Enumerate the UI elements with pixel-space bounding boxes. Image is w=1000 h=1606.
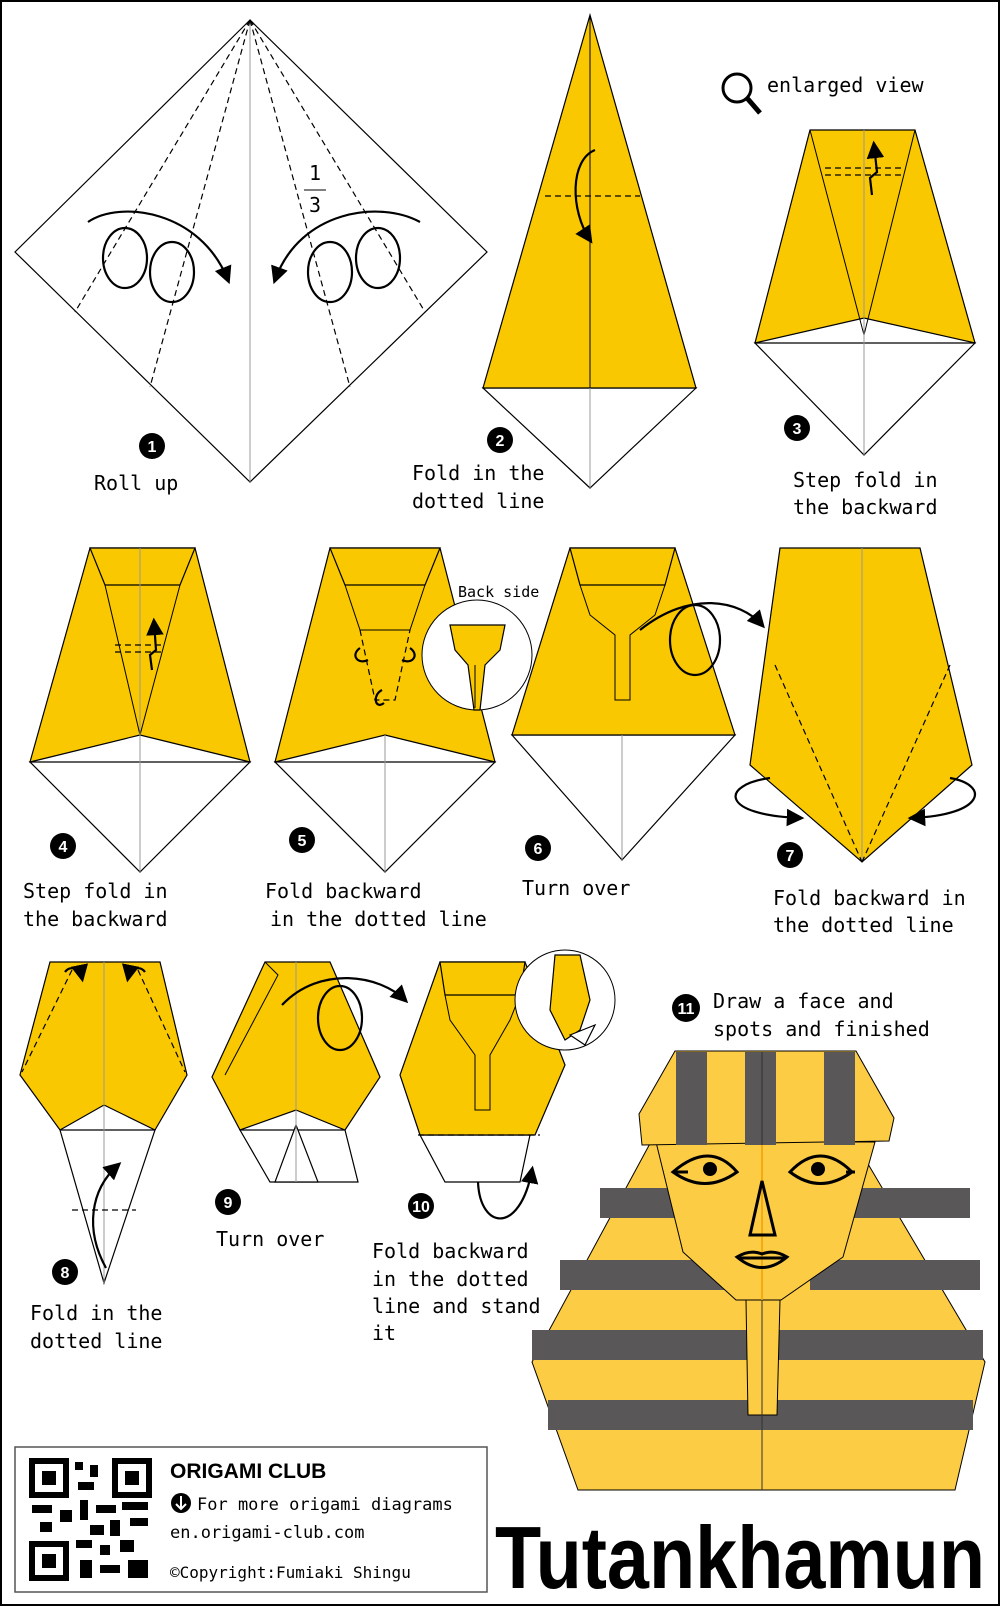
copyright: ©Copyright:Fumiaki Shingu	[170, 1563, 411, 1582]
step-8-diagram	[19, 961, 188, 1286]
enlarged-view-label: enlarged view	[767, 73, 924, 97]
finished-tutankhamun	[531, 1050, 986, 1491]
step-number-badge	[50, 833, 76, 859]
step-7-diagram	[734, 547, 976, 863]
step-number: 3	[793, 421, 802, 438]
step-number: 8	[61, 1265, 70, 1282]
step-number-badge	[215, 1189, 241, 1215]
back-side-label: Back side	[458, 583, 539, 601]
step-instruction: Turn over	[216, 1227, 324, 1251]
step-number: 4	[59, 839, 68, 856]
step-number-badge	[408, 1193, 434, 1219]
step-instruction: in the dotted line	[270, 907, 487, 931]
step-number-badge	[139, 433, 165, 459]
step-number: 6	[534, 841, 543, 858]
step-number: 11	[678, 1001, 695, 1018]
step-instruction: Fold in the	[30, 1301, 162, 1325]
step-6-diagram	[510, 547, 765, 861]
step-instruction: the backward	[793, 495, 938, 519]
step-number-badge	[525, 835, 551, 861]
step-number-badge	[672, 994, 700, 1022]
qr-code[interactable]	[29, 1458, 152, 1581]
step-number: 2	[496, 433, 505, 450]
step-9-diagram	[211, 961, 409, 1183]
step-10-diagram	[399, 949, 616, 1220]
step-instruction: Roll up	[94, 471, 178, 495]
step-instruction: Step fold in	[793, 468, 938, 492]
step-instruction: dotted line	[30, 1329, 162, 1353]
step-instruction: line and stand	[372, 1294, 541, 1318]
step-number: 7	[786, 848, 795, 865]
step-5-diagram	[273, 547, 533, 873]
step-instruction: the dotted line	[773, 913, 954, 937]
step-number-badge	[784, 415, 810, 441]
step-number: 1	[148, 439, 157, 456]
step-1-diagram: 1 3	[14, 19, 488, 483]
site-url-link[interactable]: en.origami-club.com	[170, 1523, 364, 1543]
fraction-denominator: 3	[309, 193, 321, 217]
step-instruction: Draw a face and	[713, 989, 894, 1013]
fraction-numerator: 1	[309, 161, 321, 185]
step-instruction: spots and finished	[713, 1017, 930, 1041]
step-number: 5	[298, 833, 307, 850]
page-title: Tutankhamun	[495, 1508, 985, 1606]
magnifier-icon	[721, 72, 762, 115]
step-instruction: dotted line	[412, 489, 544, 513]
step-number-badge	[52, 1259, 78, 1285]
step-instruction: it	[372, 1321, 396, 1345]
step-instruction: in the dotted	[372, 1267, 529, 1291]
step-instruction: Fold backward	[265, 879, 422, 903]
step-number-badge	[777, 842, 803, 868]
more-diagrams-link[interactable]: For more origami diagrams	[197, 1495, 453, 1515]
step-instruction: Fold in the	[412, 461, 544, 485]
step-4-diagram	[28, 547, 252, 873]
step-instruction: Turn over	[522, 876, 630, 900]
step-number: 10	[412, 1199, 430, 1216]
step-2-diagram	[481, 12, 698, 489]
step-number-badge	[487, 427, 513, 453]
step-number: 9	[224, 1195, 233, 1212]
brand-name: ORIGAMI CLUB	[170, 1460, 326, 1483]
step-instruction: the backward	[23, 907, 168, 931]
step-number-badge	[289, 827, 315, 853]
step-instruction: Step fold in	[23, 879, 168, 903]
step-3-diagram	[753, 129, 977, 456]
step-instruction: Fold backward	[372, 1239, 529, 1263]
step-instruction: Fold backward in	[773, 886, 966, 910]
download-arrow-icon	[171, 1493, 191, 1513]
